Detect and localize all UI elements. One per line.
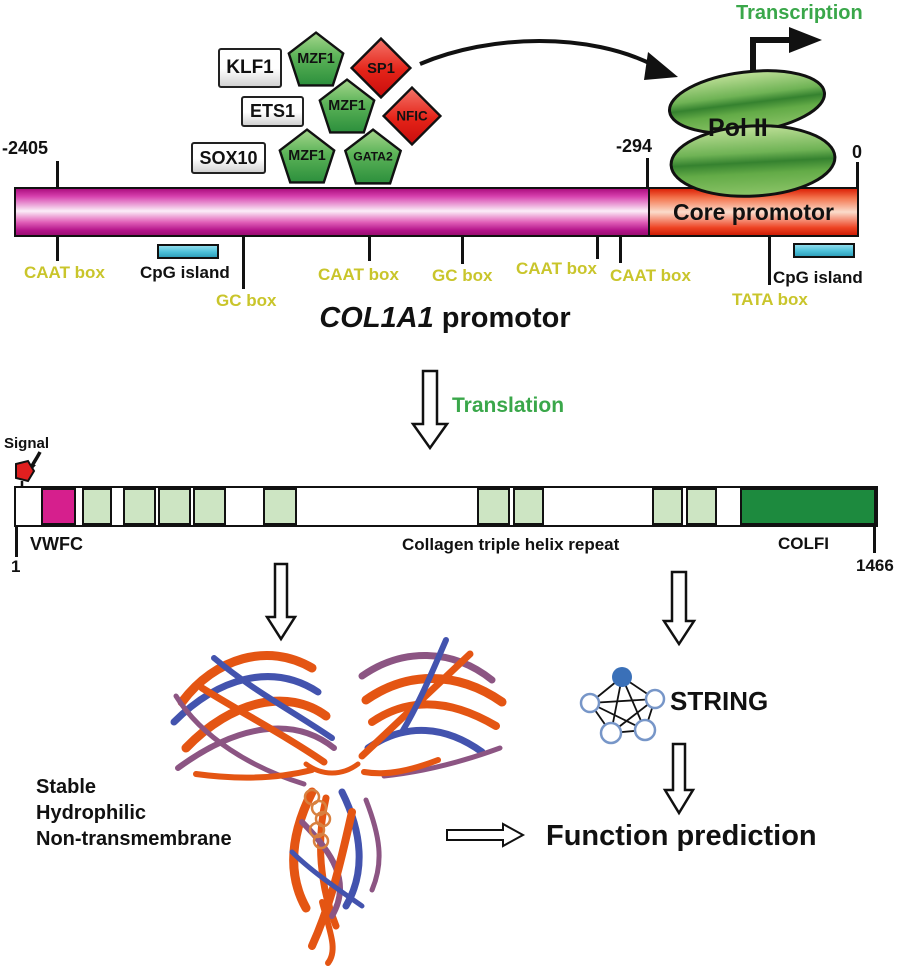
tick-caat4: [619, 237, 622, 263]
domain-collagen-repeat: [263, 488, 297, 525]
tf-label-nfic: NFIC: [396, 109, 428, 124]
coord-end: 0: [852, 142, 863, 162]
tick-caat2: [368, 237, 371, 261]
property-non-transmembrane: Non-transmembrane: [36, 828, 232, 850]
string-label: STRING: [670, 686, 769, 716]
annotation-cpg1: CpG island: [140, 263, 230, 282]
protein-domain-bar: [14, 486, 878, 527]
tick-gc2: [461, 237, 464, 264]
tf-label-mzf1-b: MZF1: [328, 98, 366, 114]
function-prediction-label: Function prediction: [546, 820, 817, 852]
cpg-island-box-1: [157, 244, 219, 259]
string-branch-arrow-icon: [661, 570, 697, 647]
structure-branch-arrow-icon: [264, 562, 298, 642]
tf-label-klf1: KLF1: [226, 57, 274, 78]
annotation-caat3: CAAT box: [516, 259, 597, 278]
signal-peptide-icon: [15, 451, 42, 489]
colfi-label: COLFI: [778, 534, 829, 553]
annotation-cpg2: CpG island: [773, 268, 863, 287]
domain-collagen-repeat: [193, 488, 226, 525]
domain-collagen-repeat: [513, 488, 544, 525]
tf-pentagon-mzf1-c: MZF1: [278, 128, 336, 184]
coord-core: -294: [616, 136, 653, 156]
tf-pentagon-mzf1-b: MZF1: [318, 78, 376, 134]
collagen-label: Collagen triple helix repeat: [402, 535, 620, 554]
translation-label: Translation: [452, 394, 565, 417]
annotation-caat4: CAAT box: [610, 266, 691, 285]
domain-collagen-repeat: [123, 488, 156, 525]
tf-label-mzf1-a: MZF1: [297, 51, 335, 67]
domain-collagen-repeat: [686, 488, 717, 525]
string-network-icon: [579, 667, 666, 745]
protein-end-pos: 1466: [856, 556, 894, 575]
domain-collagen-repeat: [82, 488, 112, 525]
tf-box-sox10: SOX10: [191, 142, 266, 174]
polii-icon: [667, 69, 837, 198]
tick-caat3: [596, 237, 599, 259]
annotation-tata: TATA box: [732, 290, 808, 309]
tf-pentagon-mzf1-a: MZF1: [287, 31, 345, 87]
tf-diamond-nfic: NFIC: [381, 85, 443, 147]
tf-label-gata2: GATA2: [353, 150, 393, 164]
structure-to-function-arrow-icon: [446, 822, 526, 848]
polii-label: Pol II: [708, 114, 768, 142]
transcription-arrow-icon: [750, 27, 822, 82]
tick-caat1: [56, 237, 59, 261]
property-hydrophilic: Hydrophilic: [36, 802, 147, 824]
annotation-caat2: CAAT box: [318, 265, 399, 284]
vwfc-label: VWFC: [30, 534, 83, 554]
protein-properties: Stable Hydrophilic Non-transmembrane: [36, 774, 232, 852]
tf-to-polii-arrow-icon: [419, 39, 678, 80]
tf-label-sox10: SOX10: [199, 147, 258, 168]
tf-pentagon-gata2: GATA2: [343, 128, 403, 185]
tick-gc1: [242, 237, 245, 289]
protein-end-tick: [873, 527, 876, 553]
tf-label-sp1: SP1: [367, 61, 395, 77]
translation-arrow-icon: [410, 369, 450, 451]
core-promoter-label: Core promotor: [673, 198, 834, 225]
tf-box-klf1: KLF1: [218, 48, 282, 88]
domain-vwfc: [41, 488, 76, 525]
core-promoter-bar: Core promotor: [648, 187, 859, 237]
annotation-caat1: CAAT box: [24, 263, 105, 282]
cpg-island-box-2: [793, 243, 855, 258]
property-stable: Stable: [36, 776, 97, 798]
protein-start-tick: [15, 527, 18, 557]
tick-core: [646, 158, 649, 187]
domain-colfi: [740, 488, 876, 525]
tf-diamond-sp1: SP1: [349, 36, 413, 100]
tick-tata: [768, 237, 771, 285]
domain-collagen-repeat: [158, 488, 191, 525]
annotation-gc2: GC box: [432, 266, 493, 285]
domain-collagen-repeat: [477, 488, 510, 525]
tf-label-ets1: ETS1: [249, 101, 296, 121]
annotation-gc1: GC box: [216, 291, 277, 310]
tick-end: [856, 162, 859, 187]
signal-label: Signal: [4, 435, 50, 452]
transcription-label: Transcription: [736, 2, 863, 24]
figure-title-gene: COL1A1: [319, 302, 434, 334]
domain-collagen-repeat: [652, 488, 683, 525]
string-to-function-arrow-icon: [662, 742, 696, 816]
figure-title: COL1A1 promotor: [280, 302, 610, 335]
tf-box-ets1: ETS1: [241, 96, 304, 127]
protein-structure-image: [170, 637, 507, 966]
tick-start: [56, 161, 59, 187]
tf-label-mzf1-c: MZF1: [288, 148, 326, 164]
coord-start: -2405: [2, 138, 49, 158]
figure-title-rest: promotor: [433, 302, 571, 334]
protein-start-pos: 1: [11, 557, 21, 576]
